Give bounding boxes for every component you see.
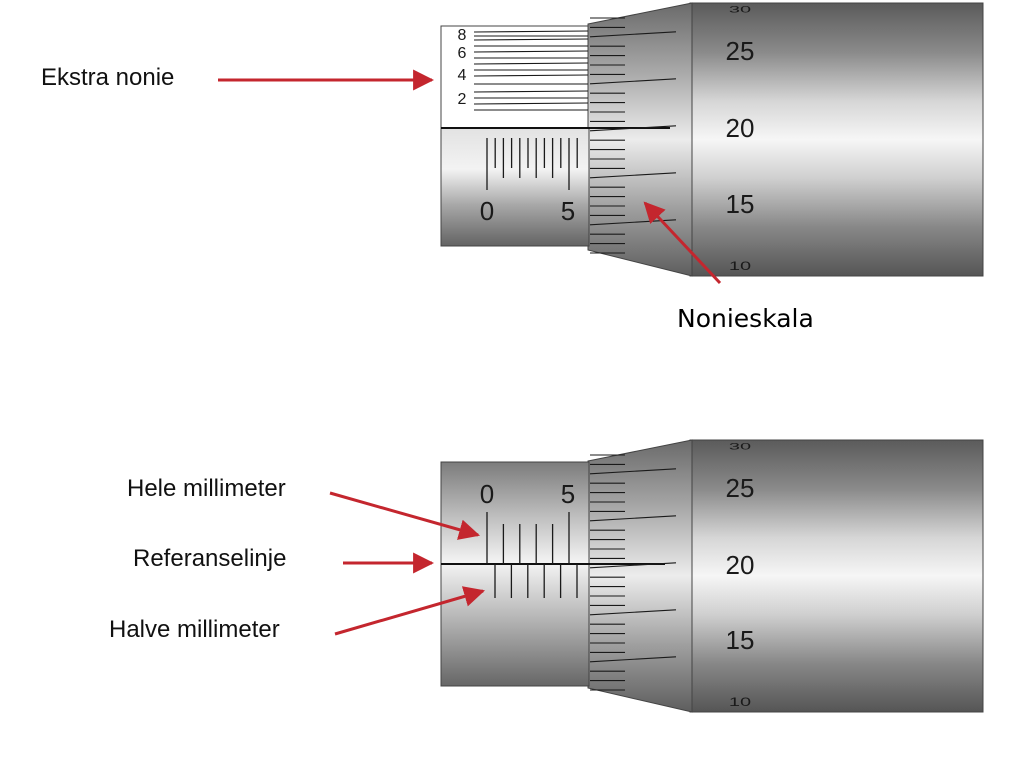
thimble-tick bbox=[589, 562, 677, 569]
thimble-number-20: 20 bbox=[726, 550, 755, 580]
extra-vernier-line bbox=[473, 50, 589, 53]
sleeve-ticks bbox=[486, 512, 578, 598]
sleeve-number-0: 0 bbox=[480, 196, 494, 226]
thimble-number-25: 25 bbox=[726, 36, 755, 66]
thimble-tick bbox=[589, 656, 677, 663]
sleeve-number-5: 5 bbox=[561, 479, 575, 509]
extra-vernier-line bbox=[473, 38, 589, 41]
arrow-whole-mm bbox=[329, 491, 481, 540]
thimble-number-30: 30 bbox=[729, 5, 752, 15]
extra-vernier-line bbox=[473, 62, 589, 65]
extra-vernier-line bbox=[473, 102, 589, 105]
thimble-number-25: 25 bbox=[726, 473, 755, 503]
thimble-number-15: 15 bbox=[726, 189, 755, 219]
thimble-number-30: 30 bbox=[729, 442, 752, 452]
extra-vernier-number: 6 bbox=[458, 45, 467, 62]
sleeve-number-0: 0 bbox=[480, 479, 494, 509]
thimble-ticks bbox=[589, 454, 677, 691]
label-extra-vernier: Ekstra nonie bbox=[41, 64, 175, 91]
extra-vernier-line bbox=[473, 30, 589, 33]
thimble-number-10: 10 bbox=[729, 260, 751, 273]
thimble-body bbox=[689, 439, 984, 713]
label-whole-mm: Hele millimeter bbox=[127, 475, 286, 502]
extra-vernier-number: 8 bbox=[458, 27, 467, 44]
thimble-body bbox=[689, 2, 984, 277]
arrow-half-mm bbox=[334, 586, 486, 636]
thimble-number-20: 20 bbox=[726, 113, 755, 143]
thimble-number-10: 10 bbox=[729, 696, 751, 709]
thimble-tick bbox=[589, 125, 677, 132]
sleeve-ticks bbox=[486, 138, 578, 190]
label-half-mm: Halve millimeter bbox=[109, 616, 280, 643]
sleeve-body bbox=[440, 461, 590, 687]
arrow-vernier-scale bbox=[643, 201, 722, 285]
sleeve-number-5: 5 bbox=[561, 196, 575, 226]
micrometer-top: 8 6 4 2 0 5 30 25 20 15 10 bbox=[218, 2, 984, 285]
sleeve-body bbox=[440, 127, 590, 247]
extra-vernier-line bbox=[473, 90, 589, 93]
label-vernier-scale: Nonieskala bbox=[677, 304, 814, 333]
thimble-tick bbox=[589, 172, 677, 179]
thimble-tick bbox=[589, 78, 677, 85]
thimble-tick bbox=[589, 468, 677, 475]
label-reference-line: Referanselinje bbox=[133, 545, 287, 572]
extra-vernier-number: 2 bbox=[458, 91, 467, 108]
thimble-tick bbox=[589, 609, 677, 616]
thimble-tick bbox=[589, 31, 677, 38]
micrometer-bottom: 0 5 30 25 20 15 10 bbox=[329, 439, 984, 713]
thimble-tick bbox=[589, 515, 677, 522]
extra-vernier-number: 4 bbox=[458, 67, 467, 84]
extra-vernier-numbers: 8 6 4 2 bbox=[458, 27, 467, 108]
extra-vernier-line bbox=[473, 74, 589, 77]
thimble-number-15: 15 bbox=[726, 625, 755, 655]
extra-vernier-lines bbox=[473, 30, 589, 111]
